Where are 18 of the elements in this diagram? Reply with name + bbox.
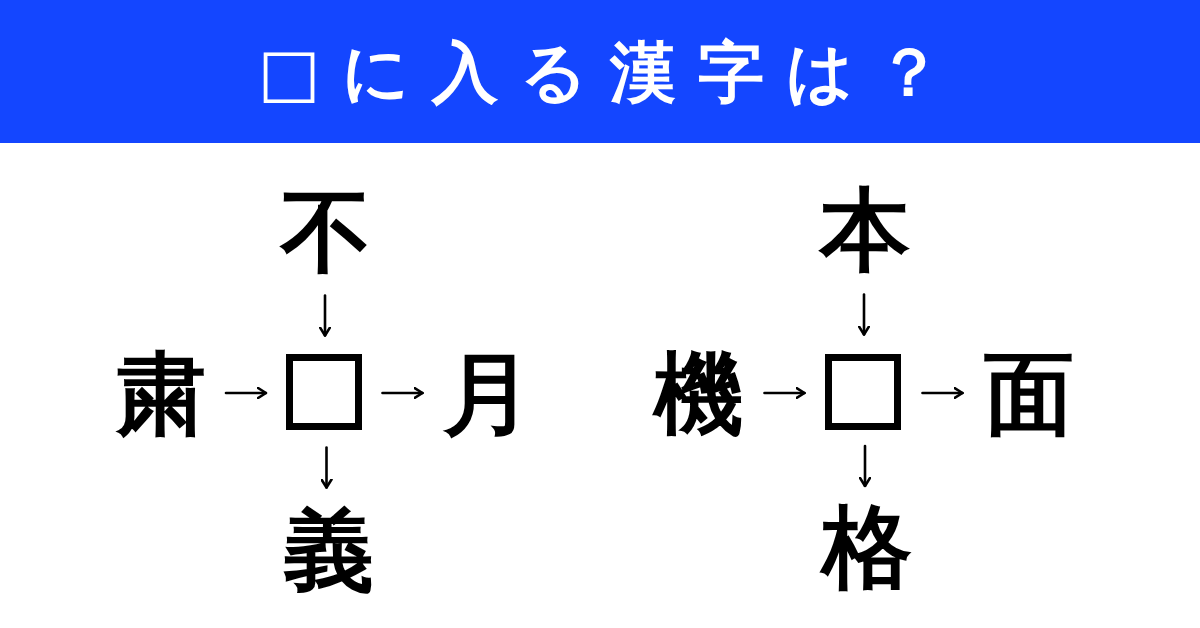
kanji-character: 面 <box>984 349 1074 439</box>
arrow <box>921 386 964 400</box>
arrow <box>318 294 332 337</box>
kanji-character: 粛 <box>116 349 206 439</box>
arrow <box>320 446 333 489</box>
arrow <box>858 444 872 488</box>
kanji-character: 義 <box>284 505 374 595</box>
arrow <box>381 386 424 400</box>
arrow <box>224 386 268 400</box>
blank-square <box>286 354 362 430</box>
arrow <box>857 293 871 336</box>
arrow <box>763 386 806 400</box>
kanji-character: 機 <box>654 349 744 439</box>
title-heading: □に入る漢字は？ <box>257 36 965 110</box>
kanji-character: 不 <box>281 187 371 277</box>
blank-square <box>825 354 901 430</box>
kanji-character: 月 <box>443 349 533 439</box>
kanji-character: 本 <box>820 185 910 275</box>
